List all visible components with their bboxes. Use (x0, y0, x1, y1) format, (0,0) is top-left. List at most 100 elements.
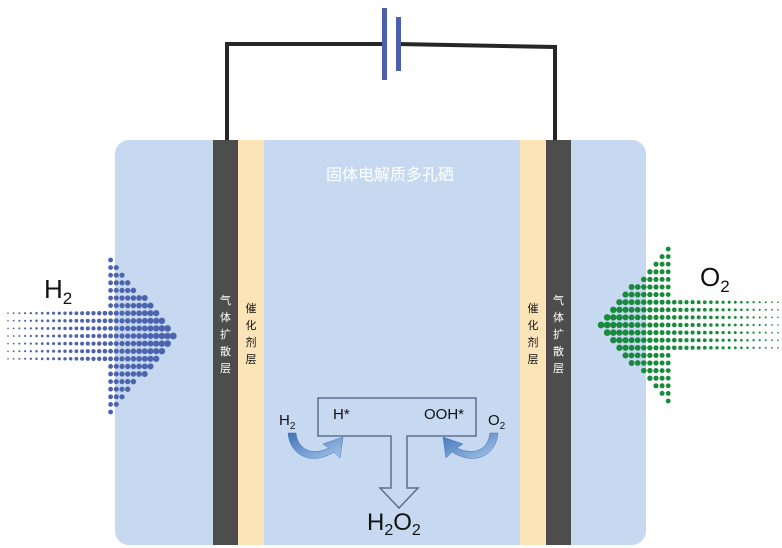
gas-dot (647, 375, 653, 381)
gas-dot (733, 315, 737, 319)
gas-dot (641, 299, 647, 305)
gas-dot (125, 318, 131, 324)
gas-dot (777, 331, 779, 334)
gas-dot (659, 375, 665, 381)
gas-dot (85, 333, 90, 339)
gas-dot (119, 303, 125, 309)
gas-dot (622, 337, 629, 344)
layer-label-char: 散 (553, 344, 564, 358)
gas-dot (628, 337, 635, 344)
gas-dot (102, 356, 108, 362)
gas-dot (641, 352, 647, 359)
gas-dot (68, 341, 73, 346)
gas-dot (702, 300, 707, 305)
gas-dot (164, 340, 171, 347)
gas-dot (7, 312, 9, 315)
layer-label-char: 气 (553, 293, 564, 307)
gas-dot (771, 339, 773, 342)
gas-dot (74, 326, 79, 331)
layer-label-char: 剂 (246, 335, 257, 349)
gas-dot (80, 349, 85, 354)
layer-label-char: 气 (220, 293, 231, 307)
gas-dot (108, 265, 114, 271)
gas-dot (125, 287, 131, 294)
gas-dot (147, 348, 154, 355)
gas-dot (671, 337, 677, 343)
layer-label-char: 化 (528, 318, 539, 332)
gas-dot (771, 308, 773, 311)
o2-label: O2 (700, 262, 730, 296)
gas-dot (733, 346, 737, 350)
gas-dot (603, 321, 611, 329)
h2-adsorption-curved-arrow (287, 432, 344, 459)
gas-dot (634, 306, 641, 313)
gas-dot (653, 368, 659, 374)
gas-dot (113, 272, 119, 278)
gas-dot (771, 324, 773, 326)
gas-dot (7, 327, 9, 330)
gas-dot (653, 360, 659, 366)
gas-dot (622, 321, 629, 329)
gas-dot (24, 342, 27, 345)
gas-dot (153, 348, 160, 355)
gas-dot (653, 261, 659, 267)
gas-dot (622, 299, 629, 306)
gas-dot (119, 341, 125, 347)
gas-dot (147, 310, 154, 317)
gas-dot (634, 322, 641, 328)
gas-dot (647, 345, 653, 351)
gas-dot (758, 308, 761, 311)
gas-dot (40, 349, 44, 353)
gas-dot (119, 394, 125, 400)
gas-dot (113, 371, 119, 377)
gas-dot (85, 311, 90, 316)
battery-plate-short (396, 17, 401, 71)
gas-dot (777, 301, 779, 304)
gas-dot (690, 322, 695, 328)
gas-dot (96, 341, 102, 346)
gas-dot (113, 287, 119, 293)
gas-dot (119, 325, 125, 331)
gas-dot (641, 291, 647, 298)
gas-dot (641, 284, 647, 290)
gas-dot (74, 311, 79, 316)
gas-dot (746, 346, 749, 350)
gas-dot (771, 331, 773, 334)
gas-dot (678, 299, 683, 305)
gas-dot (147, 325, 154, 332)
gas-dot (665, 360, 671, 366)
gas-dot (752, 339, 755, 342)
gas-dot (628, 344, 635, 351)
gas-dot (771, 346, 773, 349)
gas-dot (108, 394, 114, 400)
gas-dot (29, 357, 32, 360)
ooh-star-label: OOH* (424, 406, 464, 423)
gas-dot (696, 307, 701, 312)
gas-dot (684, 307, 689, 312)
gas-dot (622, 314, 629, 321)
gas-dot (85, 326, 90, 331)
gas-dot (634, 284, 641, 290)
gas-dot (119, 280, 125, 286)
gas-dot (727, 300, 731, 304)
gas-dot (40, 334, 44, 338)
gas-dot (727, 315, 731, 319)
gas-dot (40, 357, 44, 361)
gas-dot (746, 316, 749, 319)
gas-dot (622, 306, 629, 313)
h2-label: H2 (44, 274, 72, 308)
gas-dot (7, 358, 9, 360)
gas-dot (641, 314, 647, 321)
gas-dot (113, 310, 119, 316)
gas-dot (684, 322, 689, 328)
gas-dot (659, 269, 665, 275)
gas-dot (35, 319, 38, 323)
gas-dot (119, 363, 125, 369)
battery-plate-long (382, 8, 387, 80)
gas-dot (113, 265, 119, 271)
gas-dot (147, 355, 154, 362)
gas-dot (702, 307, 707, 312)
gas-dot (777, 339, 779, 342)
gas-dot (647, 307, 653, 313)
